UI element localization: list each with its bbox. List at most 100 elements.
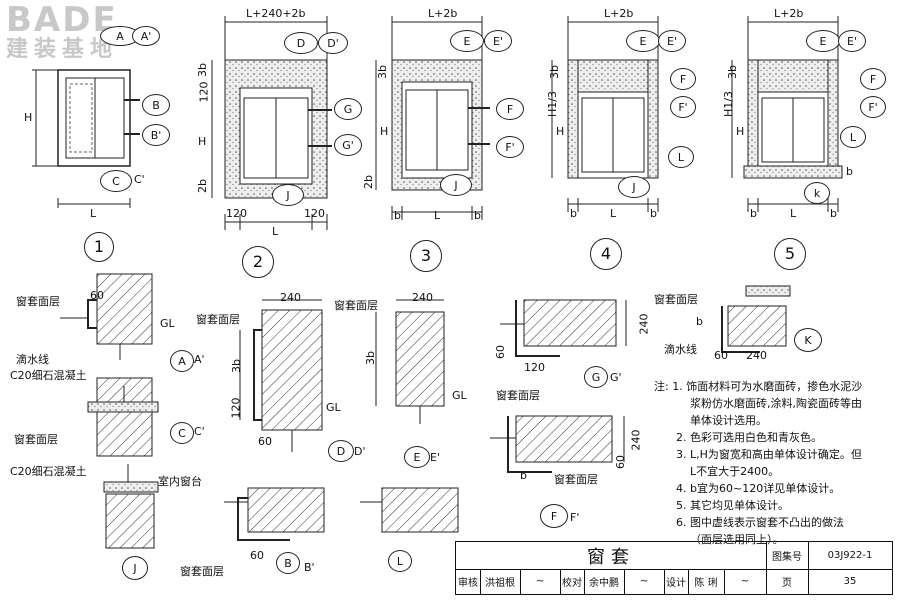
detail-k-drip-label: 滴水线	[664, 343, 697, 356]
note-number: 2.	[676, 431, 687, 444]
callout-l-elev4: L	[668, 146, 694, 168]
note-text: 其它均见单体设计。	[690, 499, 789, 512]
note-row: 浆粉仿水磨面砖,涂料,陶瓷面砖等由	[654, 395, 862, 412]
elev2-bottom-dim: L	[272, 225, 279, 238]
callout-e-prime-elev3: E'	[484, 30, 512, 52]
callout-k-elev5: k	[804, 182, 830, 204]
callout-f-elev5: F	[860, 68, 886, 90]
elev5-sill-dim: b	[846, 165, 853, 178]
note-text: L,H为窗宽和高由单体设计确定。但	[690, 448, 862, 461]
elev2-head-gap: 120	[197, 81, 211, 103]
elevation-4	[551, 16, 659, 212]
detail-e-facing-label: 窗套面层	[334, 299, 378, 312]
detail-b	[224, 487, 325, 541]
note-row: 3. L,H为窗宽和高由单体设计确定。但	[654, 446, 862, 463]
note-text: b宜为60~120详见单体设计。	[690, 482, 841, 495]
callout-j-elev2: J	[272, 184, 304, 206]
callout-f-prime-detail: F'	[570, 511, 580, 524]
callout-a-prime: A'	[132, 26, 160, 46]
callout-c-prime-detail: C'	[194, 425, 205, 438]
callout-a-detail: A	[170, 350, 194, 372]
callout-d-prime: D'	[318, 32, 348, 54]
designer-signature: ~	[724, 569, 767, 594]
title-block: 窗套 图集号 03J922-1 审核 洪祖根 ~ 校对 余中鹏 ~ 设计 陈 琍…	[455, 541, 893, 595]
callout-b-detail: B	[276, 552, 300, 574]
elevation-4-number: 4	[590, 238, 622, 270]
detail-f-dim-240: 240	[629, 429, 643, 451]
elev4-height-label: H	[556, 125, 565, 138]
callout-j-elev4: J	[618, 176, 650, 198]
note-row: （面层选用同上）。	[654, 531, 862, 548]
detail-a-gl: GL	[160, 317, 175, 330]
detail-f-dim-b: b	[520, 469, 527, 482]
detail-k-facing-label: 窗套面层	[654, 293, 698, 306]
detail-d-dim-60: 60	[258, 435, 272, 448]
detail-e-gl: GL	[452, 389, 467, 402]
elev5-side-left: b	[750, 207, 757, 220]
callout-b-prime-detail: B'	[304, 561, 315, 574]
note-row: 2. 色彩可选用白色和青灰色。	[654, 429, 862, 446]
elevation-2-number: 2	[242, 246, 274, 278]
elev5-height-label: H	[736, 125, 745, 138]
elev3-head-dim: 3b	[375, 65, 389, 79]
elevation-5	[731, 16, 843, 212]
callout-d-prime-detail: D'	[354, 445, 366, 458]
elev2-top-dim: L+240+2b	[246, 7, 306, 20]
callout-k-detail: K	[794, 328, 822, 352]
callout-e-prime-elev5: E'	[838, 30, 866, 52]
detail-d-facing-label: 窗套面层	[196, 313, 240, 326]
callout-e-detail: E	[404, 446, 430, 468]
detail-d-dim-120: 120	[229, 397, 243, 419]
elevation-2	[211, 16, 332, 230]
callout-e-elev4: E	[626, 30, 660, 52]
detail-f-facing-label: 窗套面层	[554, 473, 598, 486]
notes-block: 注: 1. 饰面材料可为水磨面砖，掺色水泥沙 浆粉仿水磨面砖,涂料,陶瓷面砖等由…	[654, 378, 862, 548]
callout-g: G	[334, 98, 362, 120]
callout-d: D	[284, 32, 318, 54]
detail-a-facing-label: 窗套面层	[16, 295, 60, 308]
detail-d-gl: GL	[326, 401, 341, 414]
note-number: 1.	[672, 380, 683, 393]
note-text: 单体设计选用。	[690, 414, 767, 427]
elev5-bottom-dim: L	[790, 207, 797, 220]
elev5-head-dim: 3b	[725, 65, 739, 79]
elev3-side-left: b	[394, 209, 401, 222]
note-text: （面层选用同上）。	[690, 533, 784, 546]
note-row: 注: 1. 饰面材料可为水磨面砖，掺色水泥沙	[654, 378, 862, 395]
callout-c-detail: C	[170, 422, 194, 444]
note-text: L不宜大于2400。	[690, 465, 780, 478]
elev2-height-label: H	[198, 135, 207, 148]
elev4-bottom-dim: L	[610, 207, 617, 220]
notes-heading: 注:	[654, 380, 669, 393]
elev1-height-label: H	[24, 111, 33, 124]
callout-j-detail: J	[122, 556, 148, 580]
detail-g-dim-60: 60	[494, 345, 507, 359]
page-label: 页	[766, 569, 809, 594]
elev4-top-dim: L+2b	[604, 7, 634, 20]
note-number: 6.	[676, 516, 687, 529]
elev1-width-label: L	[90, 207, 97, 220]
detail-d	[239, 299, 323, 452]
callout-a: A	[100, 26, 140, 46]
detail-f-dim-60: 60	[614, 455, 627, 469]
callout-l-elev5: L	[840, 126, 866, 148]
brand-watermark: BADE 建装基地	[6, 2, 118, 62]
elev5-top-dim: L+2b	[774, 7, 804, 20]
elev2-right-margin: 120	[304, 207, 325, 220]
elev4-side-right: b	[650, 207, 657, 220]
elev2-sill-dim: 2b	[195, 179, 209, 193]
detail-c-concrete-label: C20细石混凝土	[10, 369, 87, 382]
detail-k-dim-b: b	[696, 315, 703, 328]
callout-f-prime-elev3: F'	[496, 136, 524, 158]
brand-logo: BADE	[6, 0, 118, 40]
drawing-title: 窗套	[456, 542, 767, 570]
note-row: 5. 其它均见单体设计。	[654, 497, 862, 514]
detail-g-dim-120: 120	[524, 361, 545, 374]
callout-e-elev5: E	[806, 30, 840, 52]
elev4-third-dim: H1/3	[545, 91, 559, 117]
detail-e	[375, 299, 445, 424]
callout-g-detail: G	[584, 366, 608, 388]
detail-f	[490, 415, 625, 473]
elev5-third-dim: H1/3	[721, 91, 735, 117]
